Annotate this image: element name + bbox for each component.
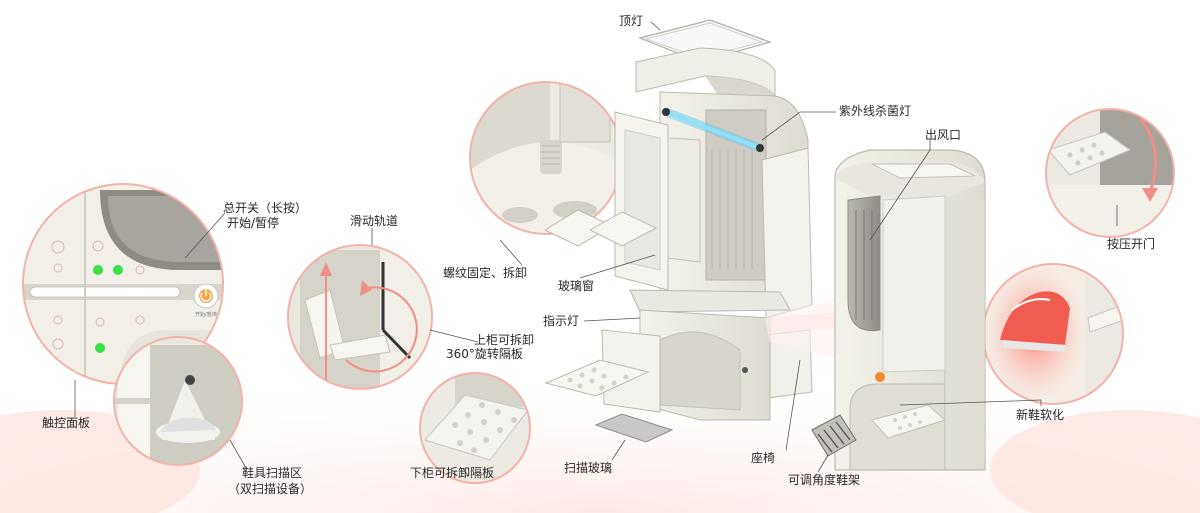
leader-lines (74, 21, 1118, 477)
power-button-caption: 开始/暂停 (195, 311, 217, 318)
label-upper-partition-2: 360°旋转隔板 (446, 347, 523, 361)
press-arrow (1138, 117, 1158, 193)
lower-partition-plate (544, 359, 650, 397)
label-air-outlet: 出风口 (925, 128, 962, 142)
background-haze-right (990, 410, 1200, 513)
label-slide-rail: 滑动轨道 (350, 214, 399, 228)
label-uv-lamp: 紫外线杀菌灯 (839, 104, 912, 118)
cabinet-indicator (875, 372, 885, 382)
label-lower-partition: 下柜可拆卸隔板 (410, 466, 495, 480)
label-top-light: 顶灯 (619, 14, 644, 28)
detail-shoe-scan (113, 336, 243, 466)
label-start-pause: 开始/暂停 (227, 216, 280, 230)
uv-lamp (661, 107, 765, 153)
label-scan-zone: 鞋具扫描区 (241, 466, 302, 480)
label-touch-panel: 触控面板 (42, 416, 91, 430)
scan-glass-plate (594, 413, 674, 443)
label-scan-zone-2: （双扫描设备） (227, 482, 312, 496)
label-power-switch: 总开关（长按） (223, 201, 308, 215)
label-upper-partition: 上柜可拆卸 (474, 333, 535, 347)
exploded-cabinet (543, 19, 845, 443)
label-screw-fix: 螺纹固定、拆卸 (443, 266, 528, 280)
led-indicator (113, 265, 123, 275)
detail-press-open (1045, 108, 1175, 238)
label-indicator: 指示灯 (543, 314, 580, 328)
label-seat: 座椅 (751, 451, 776, 465)
detail-slide-rail (287, 244, 433, 390)
label-scan-glass: 扫描玻璃 (564, 461, 613, 475)
assembled-cabinet (834, 149, 986, 471)
adjustable-shoe-rack (811, 414, 857, 457)
label-shoe-soften: 新鞋软化 (1016, 408, 1065, 422)
led-indicator (93, 265, 103, 275)
label-press-open: 按压开门 (1107, 237, 1156, 251)
label-adjustable-rack: 可调角度鞋架 (788, 473, 861, 487)
detail-screw-mount (469, 81, 623, 235)
detail-lower-partition (419, 372, 531, 484)
power-button[interactable] (193, 283, 219, 309)
detail-shoe-soften (982, 263, 1124, 405)
rotation-arrow (345, 286, 418, 373)
label-glass-window: 玻璃窗 (558, 279, 595, 293)
led-indicator (95, 343, 105, 353)
